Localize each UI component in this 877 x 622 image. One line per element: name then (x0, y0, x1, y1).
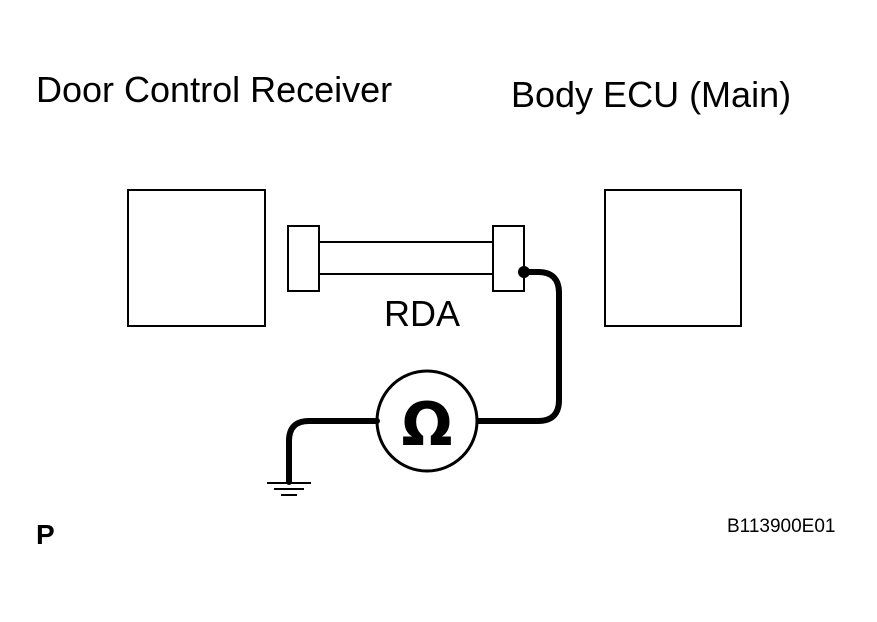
body-ecu-label: Body ECU (Main) (511, 74, 792, 115)
connector-left-plug (287, 225, 320, 292)
figure-code: B113900E01 (727, 516, 836, 537)
harness-connector (287, 225, 525, 292)
rda-connector-label: RDA (384, 293, 461, 334)
probe-lead-right (474, 269, 562, 424)
probe-lead-left (286, 418, 380, 485)
ohmmeter-icon: Ω (375, 369, 479, 473)
body-ecu-box (604, 189, 742, 327)
probe-contact-point (518, 266, 530, 278)
ground-icon (267, 482, 311, 496)
ohm-symbol: Ω (401, 390, 452, 460)
door-control-receiver-label: Door Control Receiver (36, 69, 393, 110)
connector-right-plug (492, 225, 525, 292)
door-control-receiver-box (127, 189, 266, 327)
page-marker: P (36, 519, 55, 550)
